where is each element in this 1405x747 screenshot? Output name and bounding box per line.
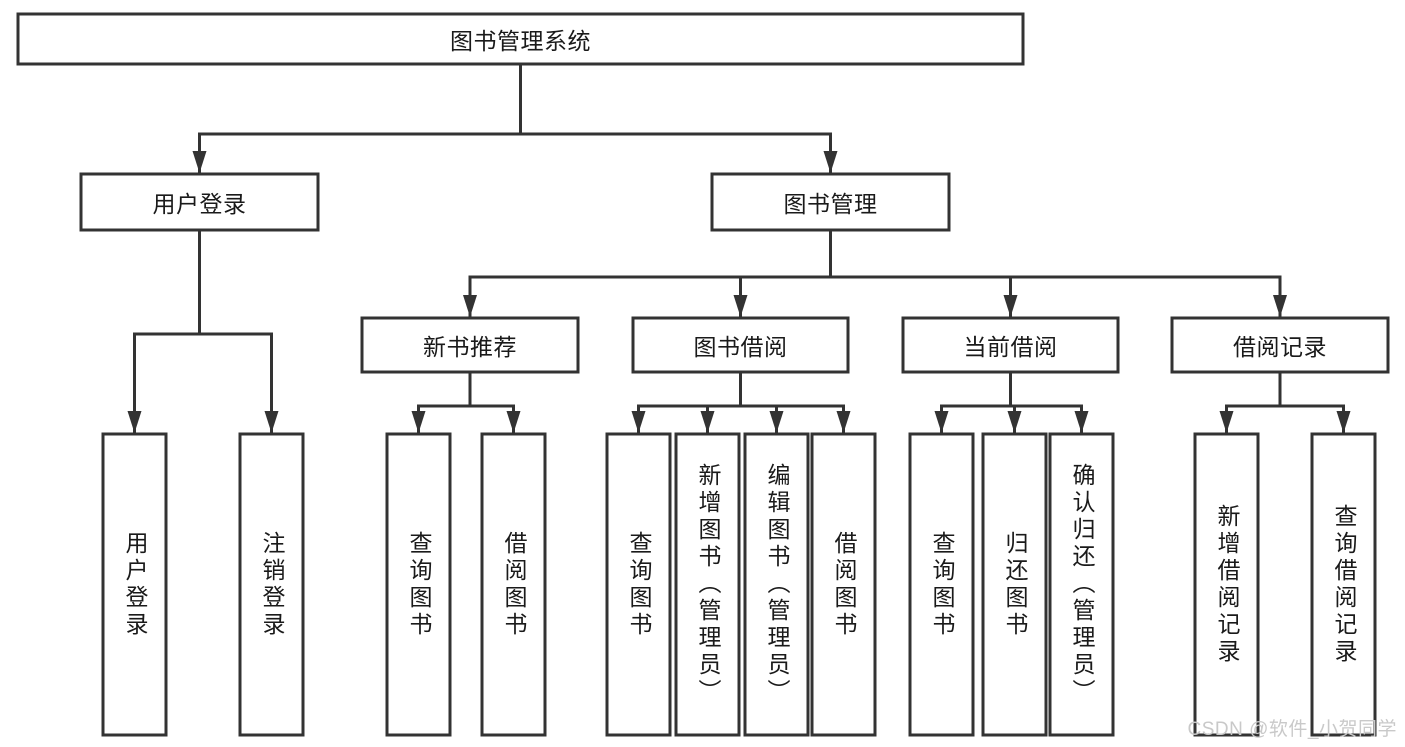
node-box-l3-user-logout[interactable] xyxy=(238,432,305,737)
arrow-head-icon xyxy=(700,411,715,433)
node-box-l1-login[interactable] xyxy=(79,172,320,232)
arrow-head-icon xyxy=(934,411,949,433)
node-box-l3-record-query[interactable] xyxy=(1310,432,1377,737)
arrow-head-icon xyxy=(1003,295,1018,317)
arrow-head-icon xyxy=(733,295,748,317)
node-box-l3-borrow-add[interactable] xyxy=(674,432,741,737)
arrow-head-icon xyxy=(1074,411,1089,433)
node-box-l3-borrow-query[interactable] xyxy=(605,432,672,737)
arrow-head-icon xyxy=(463,295,477,317)
arrow-head-icon xyxy=(1219,411,1234,433)
edges-layer xyxy=(127,62,1351,434)
watermark-text: CSDN @软件_小贺同学 xyxy=(1187,719,1397,740)
arrow-head-icon xyxy=(506,411,521,433)
node-box-l3-borrow-lend[interactable] xyxy=(810,432,877,737)
node-box-root[interactable] xyxy=(16,12,1025,66)
node-box-l2-current[interactable] xyxy=(901,316,1120,374)
node-box-l2-newbook[interactable] xyxy=(360,316,580,374)
node-box-l3-user-login[interactable] xyxy=(101,432,168,737)
arrow-head-icon xyxy=(1273,295,1287,317)
arrow-head-icon xyxy=(1336,411,1351,433)
arrow-head-icon xyxy=(823,151,838,173)
node-box-l3-borrow-edit[interactable] xyxy=(743,432,810,737)
node-box-l1-bookmgmt[interactable] xyxy=(710,172,951,232)
node-box-l3-current-query[interactable] xyxy=(908,432,975,737)
node-box-l2-record[interactable] xyxy=(1170,316,1390,374)
node-box-l3-current-return[interactable] xyxy=(981,432,1048,737)
boxes-layer xyxy=(16,12,1390,737)
node-box-l3-record-add[interactable] xyxy=(1193,432,1260,737)
arrow-head-icon xyxy=(411,411,426,433)
arrow-head-icon xyxy=(192,151,207,173)
arrow-head-icon xyxy=(836,411,851,433)
node-box-l3-newbook-borrow[interactable] xyxy=(480,432,547,737)
arrow-head-icon xyxy=(769,411,784,433)
node-box-l2-borrow[interactable] xyxy=(631,316,850,374)
arrow-head-icon xyxy=(127,411,142,433)
arrow-head-icon xyxy=(1007,411,1022,433)
node-box-l3-current-confirm[interactable] xyxy=(1048,432,1115,737)
arrow-head-icon xyxy=(264,411,279,433)
arrow-head-icon xyxy=(631,411,646,433)
node-box-l3-newbook-query[interactable] xyxy=(385,432,452,737)
